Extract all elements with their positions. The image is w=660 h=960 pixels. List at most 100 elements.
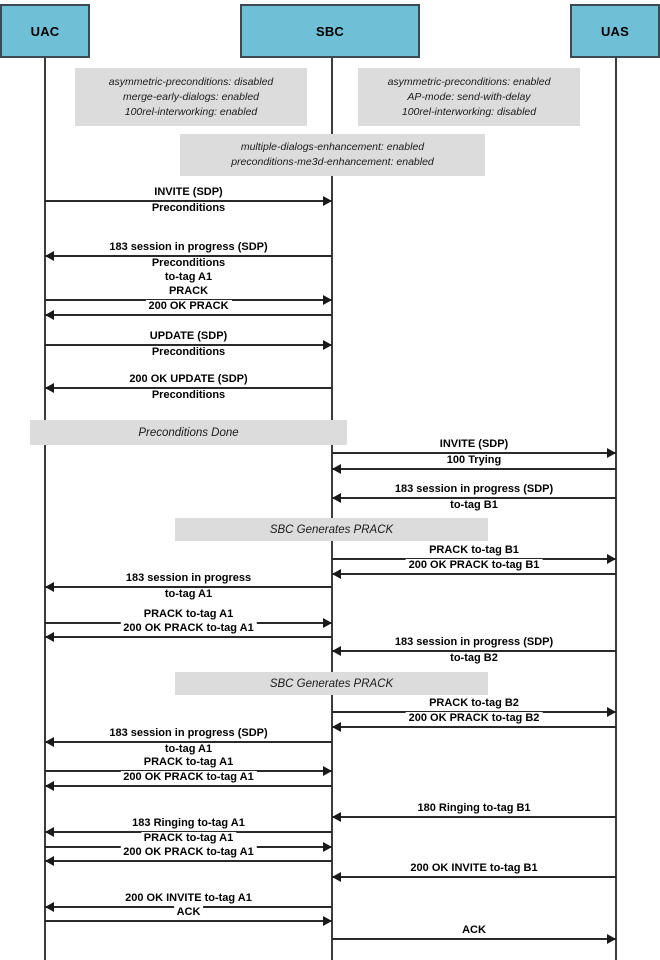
message-label: 183 session in progress (SDP): [106, 241, 271, 254]
message-label: 200 OK PRACK to-tag B2: [405, 712, 543, 725]
message-arrow-head: [45, 827, 54, 837]
message-arrow-line: [45, 741, 332, 743]
message-label: 183 Ringing to-tag A1: [129, 817, 248, 830]
message-sublabel: to-tag A1: [164, 588, 213, 600]
message-label: 200 OK PRACK to-tag B1: [405, 559, 543, 572]
message-label: 200 OK INVITE to-tag A1: [122, 892, 255, 905]
message-label: ACK: [173, 906, 204, 919]
message-arrow-head: [332, 569, 341, 579]
message-sublabel: to-tag B1: [450, 499, 498, 511]
message-label: 183 session in progress (SDP): [391, 483, 557, 496]
message-arrow-line: [45, 636, 332, 638]
message-label: 200 OK PRACK to-tag A1: [120, 622, 257, 635]
message-sublabel: to-tag B2: [450, 652, 498, 664]
message-arrow-head: [332, 464, 341, 474]
message-arrow-line: [45, 314, 332, 316]
note-uac-config: asymmetric-preconditions: disabled merge-…: [75, 68, 307, 126]
message-label: PRACK: [165, 285, 212, 298]
message-arrow-head: [45, 781, 54, 791]
message-sublabel: to-tag A1: [164, 743, 213, 755]
actor-label-uas: UAS: [600, 23, 630, 39]
message-label: 200 OK PRACK to-tag A1: [120, 846, 257, 859]
message-arrow-head: [323, 340, 332, 350]
message-label: 183 session in progress (SDP): [106, 727, 271, 740]
lifeline-uas: [615, 58, 617, 960]
message-arrow-head: [332, 872, 341, 882]
message-arrow-line: [45, 255, 332, 257]
message-label: 200 OK PRACK to-tag A1: [120, 771, 257, 784]
message-label: 200 OK INVITE to-tag B1: [407, 862, 541, 875]
message-arrow-line: [45, 785, 332, 787]
message-sublabel: Preconditions: [151, 346, 226, 358]
message-arrow-head: [607, 554, 616, 564]
message-arrow-head: [323, 295, 332, 305]
message-label: PRACK to-tag A1: [140, 756, 237, 769]
message-arrow-line: [332, 573, 616, 575]
note-line: 100rel-interworking: enabled: [124, 105, 258, 118]
note-line: preconditions-me3d-enhancement: enabled: [231, 156, 434, 168]
message-label: 200 OK UPDATE (SDP): [126, 373, 251, 386]
message-arrow-line: [332, 876, 616, 878]
message-label: PRACK to-tag A1: [140, 608, 237, 621]
note-line: asymmetric-preconditions: disabled: [108, 75, 274, 88]
message-label: PRACK to-tag B1: [426, 544, 522, 557]
message-sublabel: Preconditions: [151, 257, 226, 269]
message-label: PRACK to-tag A1: [140, 832, 237, 845]
message-arrow-line: [45, 344, 332, 346]
message-sublabel: Preconditions: [151, 202, 226, 214]
actor-box-sbc[interactable]: SBC: [240, 4, 420, 58]
note-line: AP-mode: send-with-delay: [407, 90, 531, 103]
message-arrow-head: [323, 916, 332, 926]
message-arrow-line: [332, 650, 616, 652]
message-arrow-head: [607, 707, 616, 717]
lifeline-sbc: [331, 58, 333, 960]
message-arrow-head: [332, 646, 341, 656]
message-arrow-head: [45, 902, 54, 912]
message-arrow-head: [45, 582, 54, 592]
message-arrow-head: [332, 812, 341, 822]
note-line: merge-early-dialogs: enabled: [123, 90, 259, 103]
message-label: 100 Trying: [443, 454, 505, 467]
message-arrow-head: [45, 737, 54, 747]
message-label: ACK: [459, 924, 489, 937]
message-label: PRACK to-tag B2: [426, 697, 522, 710]
message-label: INVITE (SDP): [436, 438, 512, 451]
band-preconditions-done: Preconditions Done: [30, 420, 347, 445]
band-sbc-prack-2: SBC Generates PRACK: [175, 672, 488, 695]
message-sublabel: Preconditions: [151, 389, 226, 401]
message-arrow-head: [45, 856, 54, 866]
message-label: 183 session in progress: [122, 572, 255, 585]
message-label: 200 OK PRACK: [145, 300, 232, 313]
note-line: 100rel-interworking: disabled: [401, 105, 537, 118]
message-arrow-line: [332, 726, 616, 728]
message-arrow-head: [607, 934, 616, 944]
message-arrow-line: [332, 452, 616, 454]
actor-label-sbc: SBC: [315, 23, 345, 39]
message-arrow-head: [323, 196, 332, 206]
note-line: multiple-dialogs-enhancement: enabled: [240, 141, 425, 153]
message-label: 180 Ringing to-tag B1: [414, 802, 534, 815]
message-arrow-line: [332, 938, 616, 940]
message-arrow-line: [45, 387, 332, 389]
message-arrow-head: [323, 766, 332, 776]
message-arrow-head: [323, 618, 332, 628]
message-arrow-head: [323, 842, 332, 852]
message-arrow-line: [332, 816, 616, 818]
message-label: INVITE (SDP): [151, 186, 226, 199]
actor-box-uac[interactable]: UAC: [0, 4, 90, 58]
actor-box-uas[interactable]: UAS: [570, 4, 660, 58]
note-line: asymmetric-preconditions: enabled: [387, 75, 551, 88]
band-label: SBC Generates PRACK: [269, 523, 394, 536]
message-arrow-head: [45, 632, 54, 642]
message-arrow-head: [45, 251, 54, 261]
band-label: SBC Generates PRACK: [269, 677, 394, 690]
band-sbc-prack-1: SBC Generates PRACK: [175, 518, 488, 541]
message-arrow-head: [45, 383, 54, 393]
message-sublabel: to-tag A1: [164, 271, 213, 283]
message-arrow-head: [607, 448, 616, 458]
note-sbc-config: multiple-dialogs-enhancement: enabled pre…: [180, 134, 485, 176]
band-label: Preconditions Done: [138, 426, 239, 439]
message-arrow-head: [332, 722, 341, 732]
